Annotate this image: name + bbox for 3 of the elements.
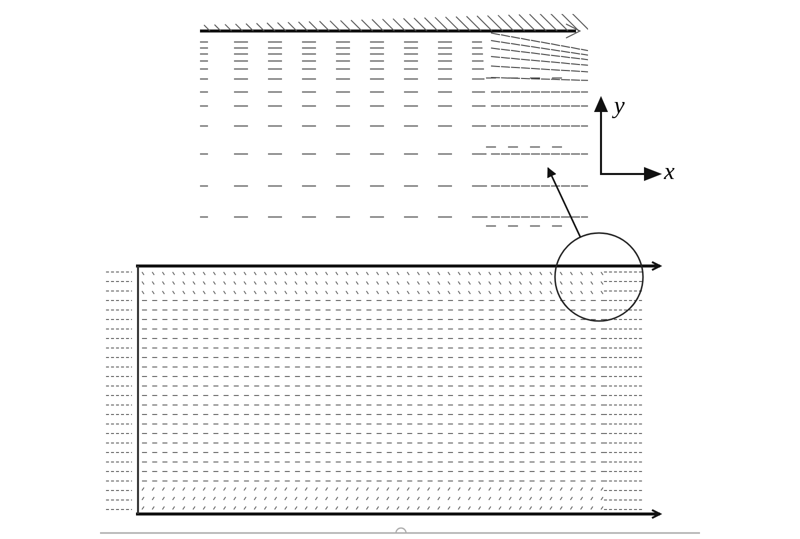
axis-label: y bbox=[614, 94, 625, 118]
arrow bbox=[547, 167, 582, 238]
axis-label: x bbox=[664, 160, 675, 184]
